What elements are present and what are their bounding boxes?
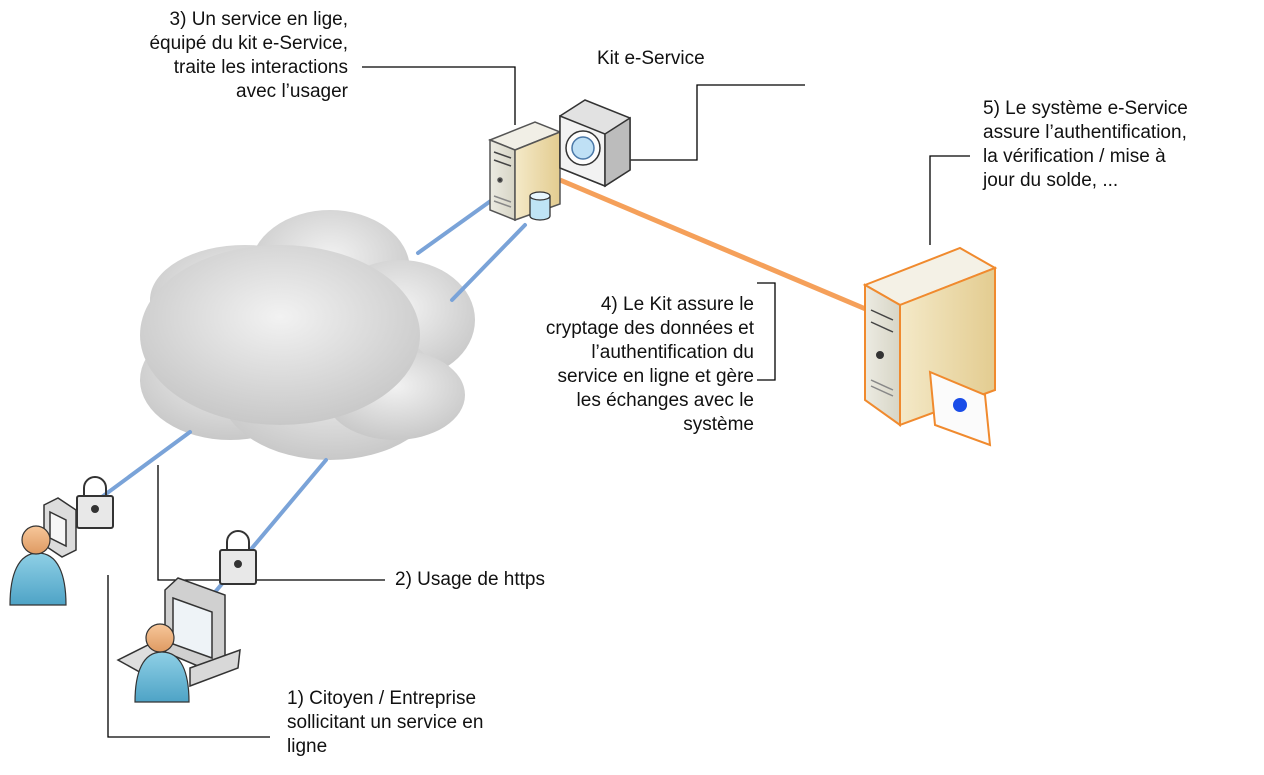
user-icon [134, 623, 190, 703]
badge-icon [928, 370, 992, 447]
kit-monitor-icon [559, 99, 631, 188]
padlock-icon [219, 530, 257, 585]
database-icon [529, 191, 551, 221]
padlock-icon [76, 476, 114, 529]
step3-label: 3) Un service en lige, équipé du kit e-S… [149, 9, 348, 102]
kit-label: Kit e-Service [597, 48, 705, 69]
phone-icon [43, 497, 77, 558]
user-icon [9, 525, 67, 606]
system-link [559, 177, 869, 313]
step1-label: 1) Citoyen / Entreprise sollicitant un s… [287, 688, 484, 757]
step2-label: 2) Usage de https [395, 569, 545, 590]
callout-lines [107, 66, 970, 738]
step4-label: 4) Le Kit assure le cryptage des données… [545, 294, 754, 435]
step5-label: 5) Le système e-Service assure l’authent… [983, 98, 1188, 191]
main-server-icon [862, 246, 998, 427]
cloud-icon [140, 210, 475, 460]
